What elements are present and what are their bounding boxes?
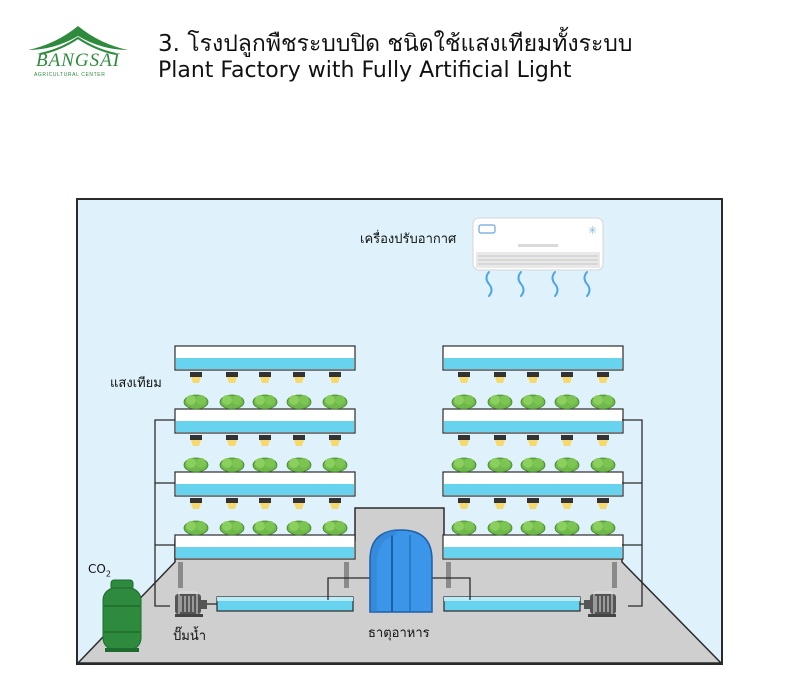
grow-lamp-icon [293,498,305,509]
grow-lamp-icon [494,498,506,509]
co2-label-subscript: 2 [105,569,111,579]
plant-icon [286,457,312,473]
plant-icon [554,520,580,536]
shelf-tray [442,534,624,560]
nutrient-tray-left [216,596,354,612]
grow-lamp-icon [494,372,506,383]
plant-icon [451,394,477,410]
svg-text:✳: ✳ [588,224,597,237]
shelf-tray [174,471,356,497]
grow-lamp-icon [527,498,539,509]
air-conditioner-label: เครื่องปรับอากาศ [360,232,457,247]
plant-icon [252,520,278,536]
growing-rack-right [442,345,624,560]
plant-icon [451,457,477,473]
plant-icon [219,520,245,536]
plant-icon [451,520,477,536]
plant-icon [590,520,616,536]
artificial-light-label: แสงเทียม [110,376,162,391]
grow-lamp-icon [597,435,609,446]
plant-icon [322,394,348,410]
air-conditioner-icon: ✳ [472,217,604,271]
electric-wiring-right [622,419,643,607]
grow-lamp-icon [226,498,238,509]
plant-icon [487,520,513,536]
plant-icon [487,457,513,473]
co2-label-main: CO [88,562,106,576]
grow-lamp-icon [259,498,271,509]
grow-lamp-icon [329,498,341,509]
grow-lamp-icon [190,372,202,383]
shelf-tray [442,345,624,371]
grow-lamp-icon [259,435,271,446]
grow-lamp-icon [226,372,238,383]
nutrient-tray-right [443,596,581,612]
grow-lamp-icon [527,372,539,383]
grow-lamp-icon [259,372,271,383]
plant-icon [590,394,616,410]
shelf-tray [442,471,624,497]
rack-legs [178,562,617,588]
plant-icon [219,394,245,410]
plant-icon [286,394,312,410]
plant-icon [554,394,580,410]
grow-lamp-icon [190,498,202,509]
growing-rack-left [174,345,356,560]
logo-name: BANGSAI [36,50,121,71]
page-title-thai: 3. โรงปลูกพืชระบบปิด ชนิดใช้แสงเทียมทั้ง… [158,31,633,57]
plant-icon [219,457,245,473]
shelf-tray [174,408,356,434]
grow-lamp-icon [190,435,202,446]
plant-icon [252,394,278,410]
grow-lamp-icon [329,435,341,446]
grow-lamp-icon [458,498,470,509]
water-pump-label: ปั๊มน้ำ [173,629,207,644]
nutrient-label: ธาตุอาหาร [368,626,430,641]
shelf-tray [174,534,356,560]
grow-lamp-icon [329,372,341,383]
grow-lamp-icon [561,372,573,383]
grow-lamp-icon [293,372,305,383]
plant-icon [487,394,513,410]
page-title-english: Plant Factory with Fully Artificial Ligh… [158,58,572,83]
electric-wiring-left [154,419,175,607]
grow-lamp-icon [597,372,609,383]
nutrient-tank-icon [369,529,433,613]
grow-lamp-icon [561,435,573,446]
plant-icon [286,520,312,536]
plant-icon [252,457,278,473]
co2-label: CO2 [88,562,111,578]
plant-icon [322,520,348,536]
plant-icon [183,520,209,536]
grow-lamp-icon [527,435,539,446]
cold-air-flow-icon [485,271,591,297]
plant-icon [520,457,546,473]
shelf-tray [442,408,624,434]
grow-lamp-icon [458,435,470,446]
grow-lamp-icon [458,372,470,383]
plant-icon [520,394,546,410]
plant-icon [520,520,546,536]
plant-icon [554,457,580,473]
grow-lamp-icon [293,435,305,446]
co2-cylinder-icon [102,579,142,652]
shelf-tray [174,345,356,371]
grow-lamp-icon [597,498,609,509]
plant-icon [183,394,209,410]
plant-icon [183,457,209,473]
plant-icon [322,457,348,473]
logo-subtitle: AGRICULTURAL CENTER [34,72,106,78]
water-pump-left-icon [175,591,207,617]
grow-lamp-icon [561,498,573,509]
logo-roof-icon [28,26,128,55]
grow-lamp-icon [226,435,238,446]
grow-lamp-icon [494,435,506,446]
plant-icon [590,457,616,473]
water-pump-right-icon [584,591,616,617]
